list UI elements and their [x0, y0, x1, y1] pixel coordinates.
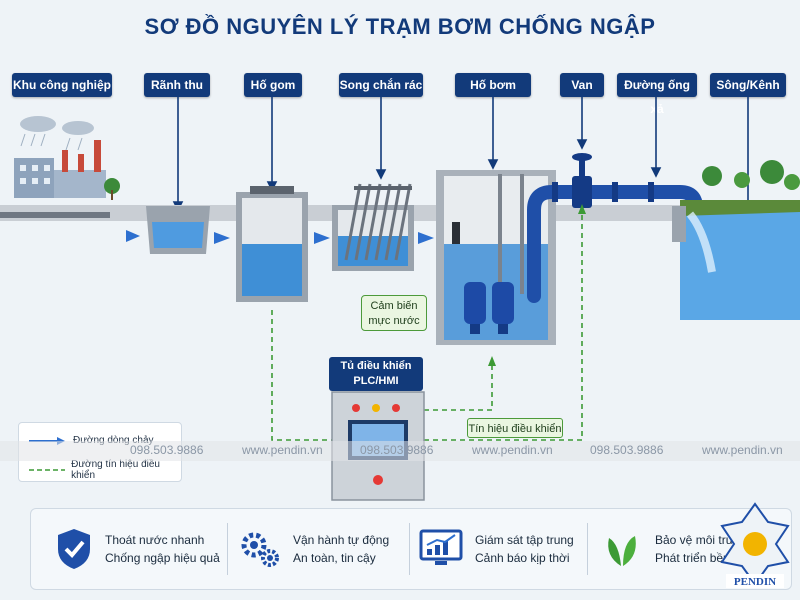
- watermark-phone-3: 098.503.9886: [590, 443, 664, 457]
- drain-channel: [146, 206, 210, 254]
- stage-label-pump-pit: Hố bơm: [455, 73, 531, 97]
- signal-lines: [271, 210, 583, 441]
- pendin-logo: PENDIN: [720, 502, 790, 588]
- collection-pit: [236, 186, 308, 302]
- feature-automation-line1: Vận hành tự động: [293, 533, 390, 547]
- legend-flow-text: Đường dòng chảy: [73, 435, 154, 446]
- watermark-site-1: www.pendin.vn: [242, 443, 323, 457]
- trash-screen: [332, 183, 414, 271]
- control-panel-line1: Tủ điều khiển: [340, 360, 412, 372]
- stage-label-trash-screen: Song chắn rác: [339, 73, 423, 97]
- sensor-label-line2: mực nước: [368, 315, 420, 327]
- watermark-strip: 098.503.9886 www.pendin.vn 098.503.9886 …: [0, 441, 800, 461]
- feature-divider: [227, 523, 228, 575]
- stage-label-discharge-pipe: Đường ống xả: [617, 73, 697, 116]
- stage-label-drain-channel: Rãnh thu: [144, 73, 210, 97]
- stage-label-valve: Van: [560, 73, 604, 97]
- feature-drainage-line1: Thoát nước nhanh: [105, 533, 205, 547]
- legend-signal-line: [29, 469, 65, 471]
- stage-label-industrial-zone: Khu công nghiệp: [12, 73, 112, 97]
- watermark-phone-2: 098.503.9886: [360, 443, 434, 457]
- feature-divider: [409, 523, 410, 575]
- flow-arrows: [126, 230, 434, 244]
- control-panel-line2: PLC/HMI: [353, 375, 399, 387]
- logo-text: PENDIN: [734, 576, 776, 588]
- water-level-sensor: [452, 222, 460, 244]
- control-panel-label: Tủ điều khiển PLC/HMI: [329, 357, 423, 391]
- legend-signal: Đường tín hiệu điều khiển: [29, 459, 181, 481]
- leaf-icon: [608, 536, 636, 566]
- river-illustration: [672, 160, 800, 320]
- feature-automation: Vận hành tự động An toàn, tin cậy: [239, 509, 389, 589]
- feature-divider: [587, 523, 588, 575]
- sensor-label-line1: Cảm biến: [370, 300, 418, 312]
- feature-drainage-line2: Chống ngập hiệu quả: [105, 551, 220, 565]
- water-level-sensor-label: Cảm biến mực nước: [361, 295, 427, 331]
- control-signal-label: Tín hiệu điều khiển: [467, 418, 563, 438]
- feature-automation-line2: An toàn, tin cậy: [293, 551, 376, 565]
- shield-check-icon: [58, 529, 90, 569]
- stage-label-river: Sông/Kênh: [710, 73, 786, 97]
- watermark-phone-1: 098.503.9886: [130, 443, 204, 457]
- watermark-site-3: www.pendin.vn: [702, 443, 783, 457]
- feature-monitoring-line1: Giám sát tập trung: [475, 533, 574, 547]
- factory-illustration: [14, 116, 120, 200]
- monitor-chart-icon: [419, 529, 463, 565]
- feature-monitoring-line2: Cảnh báo kịp thời: [475, 551, 570, 565]
- gears-icon: [241, 532, 279, 567]
- stage-label-collection-pit: Hố gom: [244, 73, 302, 97]
- legend-signal-text: Đường tín hiệu điều khiển: [71, 459, 160, 481]
- page-title: SƠ ĐỒ NGUYÊN LÝ TRẠM BƠM CHỐNG NGẬP: [144, 14, 656, 39]
- watermark-site-2: www.pendin.vn: [472, 443, 553, 457]
